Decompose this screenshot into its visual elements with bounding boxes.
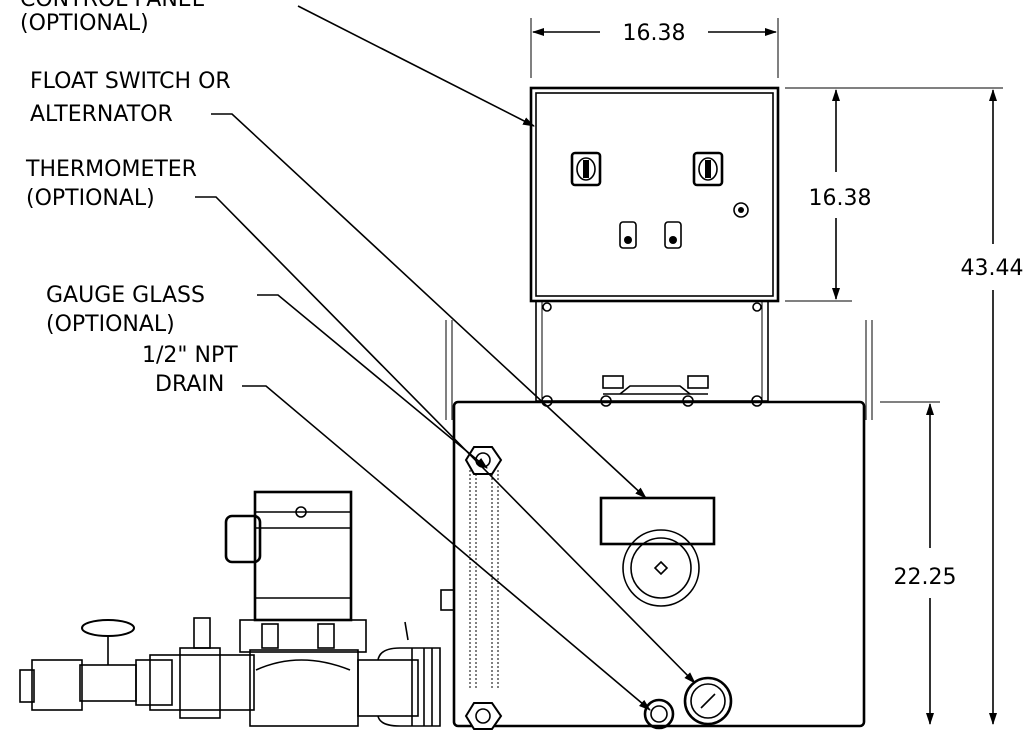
receiver-tank bbox=[440, 320, 873, 728]
pump-stand bbox=[535, 300, 769, 407]
thermometer-label-line2: (OPTIONAL) bbox=[26, 186, 155, 211]
callout-thermometer: THERMOMETER (OPTIONAL) bbox=[25, 157, 696, 684]
selector-switch-right bbox=[692, 151, 724, 187]
panel-height-value: 16.38 bbox=[809, 186, 872, 211]
overall-height-value: 43.44 bbox=[961, 256, 1024, 281]
callout-drain: 1/2" NPT DRAIN bbox=[142, 343, 651, 711]
discharge-piping bbox=[19, 617, 441, 727]
control-panel-label-line2: (OPTIONAL) bbox=[20, 11, 149, 36]
drain-label-line2: DRAIN bbox=[155, 372, 224, 397]
gauge-glass bbox=[464, 446, 503, 730]
callout-gauge-glass: GAUGE GLASS (OPTIONAL) bbox=[46, 283, 488, 469]
float-switch-label-line1: FLOAT SWITCH OR bbox=[30, 69, 231, 94]
gauge-glass-label-line2: (OPTIONAL) bbox=[46, 312, 175, 337]
drain-label-line1: 1/2" NPT bbox=[142, 343, 238, 368]
gauge-glass-label-line1: GAUGE GLASS bbox=[46, 283, 205, 308]
callout-float-switch: FLOAT SWITCH OR ALTERNATOR bbox=[30, 69, 647, 499]
thermometer-label-line1: THERMOMETER bbox=[25, 157, 197, 182]
pilot-light-right bbox=[664, 221, 682, 249]
tank-height-value: 22.25 bbox=[894, 565, 957, 590]
dimension-panel-height: 16.38 bbox=[785, 87, 872, 302]
selector-switch-left bbox=[570, 151, 602, 187]
callout-control-panel: CONTROL PANEL (OPTIONAL) bbox=[20, 0, 535, 127]
thermometer bbox=[683, 676, 733, 726]
float-switch bbox=[599, 496, 716, 607]
drain-fitting bbox=[643, 698, 675, 730]
float-switch-label-line2: ALTERNATOR bbox=[30, 102, 173, 127]
pilot-light-left bbox=[619, 221, 637, 249]
panel-width-value: 16.38 bbox=[623, 21, 686, 46]
control-panel bbox=[529, 86, 780, 303]
control-panel-label-line1: CONTROL PANEL bbox=[20, 0, 205, 12]
dimension-overall-height: 43.44 bbox=[792, 87, 1024, 725]
panel-lock-icon bbox=[733, 202, 749, 218]
pump-motor bbox=[224, 490, 367, 727]
dimension-tank-height: 22.25 bbox=[880, 401, 957, 725]
dimension-panel-width: 16.38 bbox=[530, 18, 779, 78]
